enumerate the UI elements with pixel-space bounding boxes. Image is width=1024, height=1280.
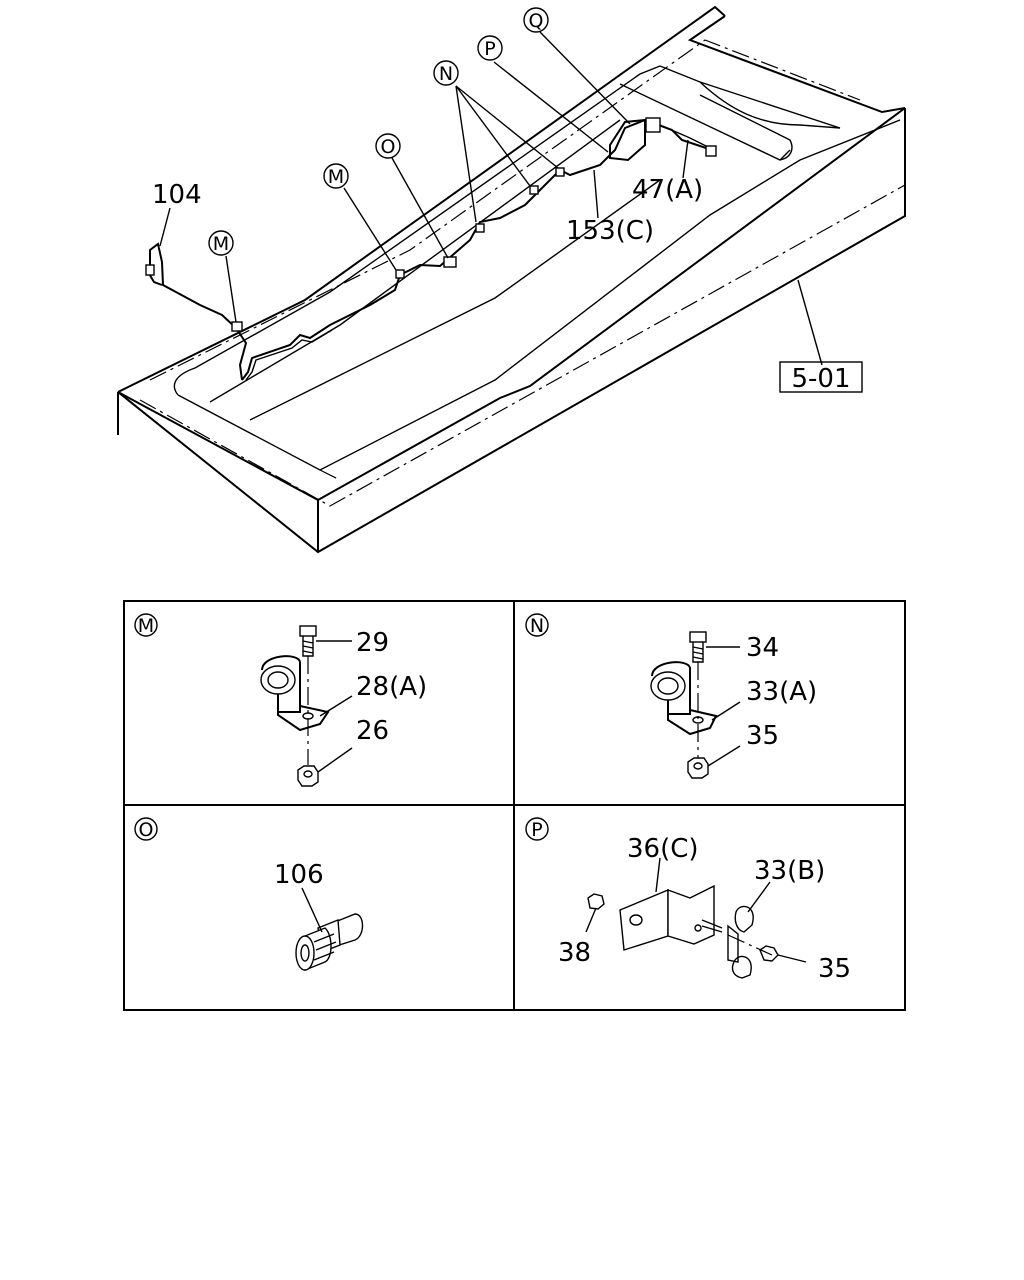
- callout-q: Q: [523, 7, 549, 33]
- detail-n-label-clip: 33(A): [746, 677, 817, 707]
- callout-o-text: O: [381, 136, 396, 158]
- detail-n: N 34 33(A) 35: [525, 613, 817, 779]
- brake-pipe-assembly: [145, 117, 717, 381]
- detail-p-label-nut-left: 38: [558, 938, 591, 968]
- label-part-104: 104: [152, 180, 202, 210]
- detail-m: M 29 28(A) 26: [134, 613, 427, 787]
- detail-m-badge: M: [138, 615, 154, 637]
- callout-n-text: N: [439, 63, 453, 85]
- detail-m-label-nut: 26: [356, 716, 389, 746]
- callout-q-text: Q: [529, 10, 544, 32]
- detail-m-label-bolt: 29: [356, 628, 389, 658]
- reference-box-5-01: 5-01: [779, 361, 863, 394]
- detail-n-badge: N: [530, 615, 544, 637]
- callout-m-upper: M: [323, 163, 349, 189]
- detail-o-badge: O: [139, 819, 154, 841]
- detail-n-label-bolt: 34: [746, 633, 779, 663]
- callout-m-lower-text: M: [213, 233, 229, 255]
- callout-m-upper-text: M: [328, 166, 344, 188]
- callout-leaders: [159, 31, 823, 366]
- detail-p-label-nut-right: 35: [818, 954, 851, 984]
- detail-grid: [123, 600, 906, 1011]
- label-part-47a: 47(A): [632, 175, 703, 205]
- detail-m-label-clip: 28(A): [356, 672, 427, 702]
- detail-p: P 36(C) 38 33(B) 35: [525, 817, 851, 984]
- detail-p-label-clip: 33(B): [754, 856, 825, 886]
- detail-p-label-bracket: 36(C): [627, 834, 699, 864]
- label-part-153c: 153(C): [566, 216, 654, 246]
- callout-o: O: [375, 133, 401, 159]
- callout-p: P: [477, 35, 503, 61]
- callout-m-lower: M: [208, 230, 234, 256]
- detail-p-badge: P: [531, 819, 542, 841]
- chassis-frame: [117, 5, 906, 554]
- detail-o-label-connector: 106: [274, 860, 324, 890]
- reference-box-text: 5-01: [791, 364, 850, 394]
- callout-n: N: [433, 60, 459, 86]
- callout-p-text: P: [484, 38, 495, 60]
- detail-n-label-nut: 35: [746, 721, 779, 751]
- detail-o: O 106: [134, 817, 364, 972]
